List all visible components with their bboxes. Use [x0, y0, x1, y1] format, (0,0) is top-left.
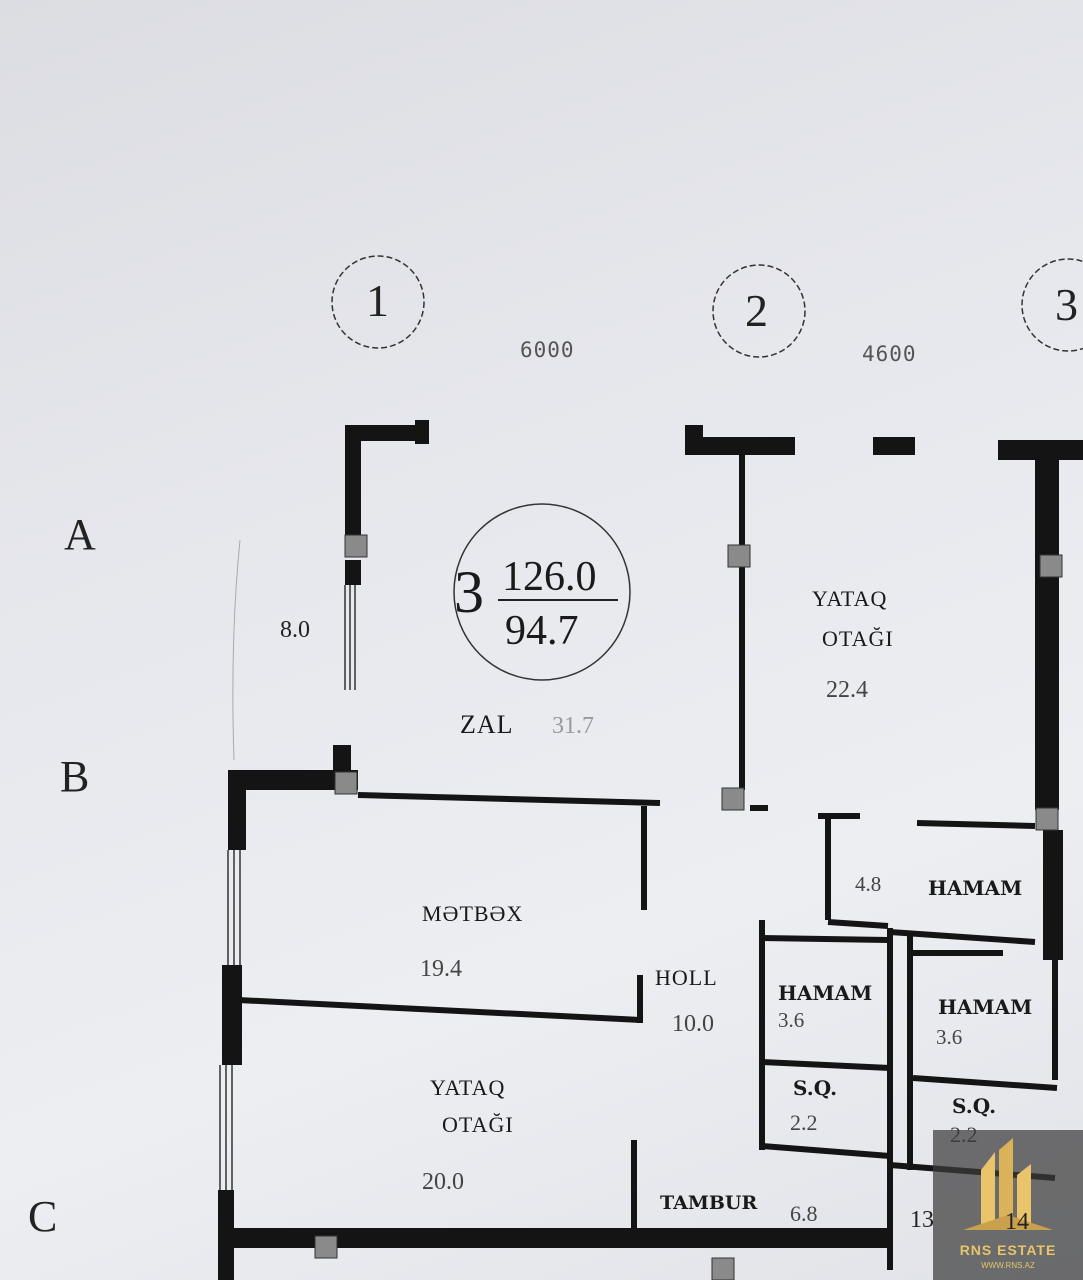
bath-3-label: HAMAM	[938, 995, 1033, 1019]
bedroom-2-label-line2: OTAĞI	[442, 1112, 514, 1137]
wc-1-label: S.Q.	[793, 1076, 838, 1100]
axis-row-b-label: B	[60, 752, 90, 801]
bedroom-1-label-line1: YATAQ	[812, 586, 888, 611]
watermark-name: RNS ESTATE	[959, 1242, 1057, 1258]
tambur-label: TAMBUR	[660, 1192, 758, 1214]
axis-circle-2	[712, 264, 806, 358]
wc-2-label: S.Q.	[952, 1094, 997, 1118]
living-area: 94.7	[505, 608, 579, 654]
windows	[219, 585, 356, 1190]
axis-col-3-label: 3	[1055, 279, 1078, 330]
neighbor-label-13: 13	[910, 1207, 934, 1233]
axis-circle-1	[331, 255, 425, 349]
bath-2-area: 3.6	[778, 1008, 805, 1032]
watermark-url: WWW.RNS.AZ	[981, 1261, 1035, 1270]
axis-col-2-label: 2	[745, 285, 768, 336]
watermark: 14 RNS ESTATE WWW.RNS.AZ	[933, 1130, 1083, 1280]
apartment-badge-circle	[453, 503, 631, 681]
kitchen-label: MƏTBƏX	[422, 901, 524, 926]
balcony-area: 8.0	[280, 617, 310, 643]
axis-row-a-label: A	[64, 510, 96, 559]
kitchen-area: 19.4	[420, 956, 462, 982]
wc-1-area: 2.2	[790, 1110, 818, 1135]
hall-label: HOLL	[655, 965, 718, 990]
axis-circle-3	[1021, 258, 1083, 352]
tambur-area: 6.8	[790, 1201, 818, 1226]
bath-1-label: HAMAM	[928, 876, 1023, 900]
zal-label: ZAL	[460, 710, 514, 739]
dimension-6000: 6000	[520, 338, 575, 362]
rooms-count: 3	[454, 559, 484, 625]
neighbor-label-14: 14	[1005, 1209, 1029, 1235]
building-logo-icon	[963, 1138, 1053, 1230]
bedroom-2-area: 20.0	[422, 1169, 464, 1195]
bedroom-2-label-line1: YATAQ	[430, 1075, 506, 1100]
balcony-outline	[232, 539, 241, 761]
bath-1-area: 4.8	[855, 872, 882, 896]
bedroom-1-area: 22.4	[826, 677, 868, 703]
bedroom-1-label-line2: OTAĞI	[822, 626, 894, 651]
zal-area: 31.7	[552, 713, 594, 739]
hall-area: 10.0	[672, 1011, 714, 1037]
dimension-4600: 4600	[862, 342, 917, 366]
interior-walls	[237, 455, 1058, 1270]
walls	[218, 420, 1083, 1280]
bath-2-label: HAMAM	[778, 981, 873, 1005]
axis-row-c-label: C	[28, 1192, 58, 1241]
column-markers	[314, 534, 1063, 1280]
bath-3-area: 3.6	[936, 1025, 963, 1049]
axis-col-1-label: 1	[366, 275, 389, 326]
total-area: 126.0	[502, 554, 597, 600]
